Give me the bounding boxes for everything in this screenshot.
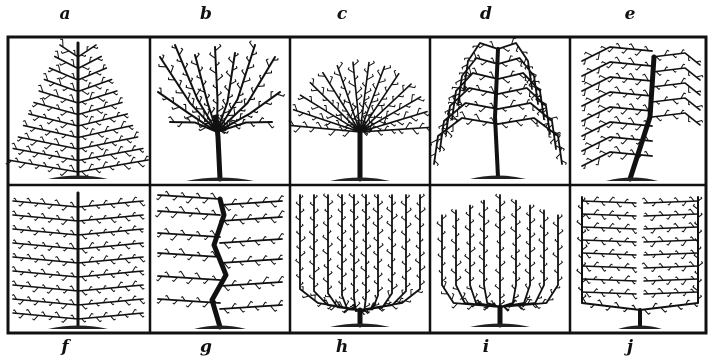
figure-label-b: b [186,5,226,23]
figure-label-h: h [322,338,362,356]
figure-label-d: d [466,5,506,23]
figure-label-f: f [45,338,85,356]
figure-label-e: e [610,5,650,23]
figure-label-i: i [466,338,506,356]
figure-label-c: c [322,5,362,23]
figure-label-j: j [610,338,650,356]
figure-label-g: g [186,338,226,356]
figure-label-a: a [45,5,85,23]
